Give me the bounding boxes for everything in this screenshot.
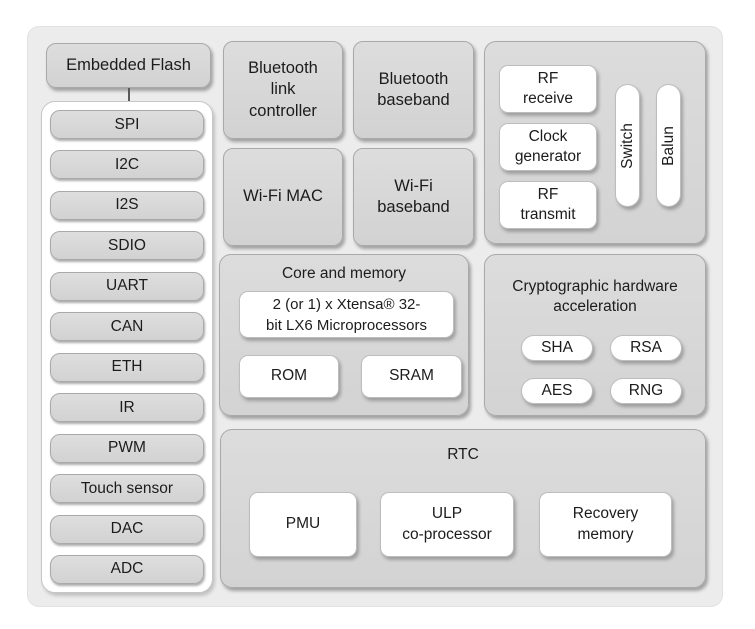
peripheral-label: ADC bbox=[110, 560, 144, 578]
crypto-acceleration-section: Cryptographic hardware acceleration SHA … bbox=[484, 254, 706, 416]
peripheral-item-adc: ADC bbox=[50, 554, 204, 584]
peripheral-item-i2s: I2S bbox=[50, 190, 204, 220]
peripheral-label: PWM bbox=[108, 439, 146, 457]
peripheral-label: I2S bbox=[115, 196, 139, 214]
recovery-memory-block: Recovery memory bbox=[539, 492, 672, 557]
peripheral-item-can: CAN bbox=[50, 312, 204, 342]
peripheral-item-ir: IR bbox=[50, 393, 204, 423]
peripheral-item-eth: ETH bbox=[50, 352, 204, 382]
bluetooth-link-controller-block: Bluetooth link controller bbox=[223, 41, 343, 139]
flash-connector-line bbox=[128, 88, 130, 101]
ulp-coprocessor-block: ULP co-processor bbox=[380, 492, 514, 557]
wifi-baseband-label: Wi-Fi baseband bbox=[377, 176, 450, 216]
wifi-baseband-block: Wi-Fi baseband bbox=[353, 148, 474, 246]
rf-receive-label: RF receive bbox=[523, 69, 573, 107]
rsa-label: RSA bbox=[630, 338, 662, 356]
embedded-flash-block: Embedded Flash bbox=[46, 43, 211, 88]
peripheral-label: CAN bbox=[110, 317, 144, 335]
core-and-memory-title: Core and memory bbox=[281, 265, 407, 282]
rtc-section: RTC PMU ULP co-processor Recovery memory bbox=[220, 429, 706, 588]
core-and-memory-section: Core and memory 2 (or 1) x Xtensa® 32- b… bbox=[219, 254, 469, 416]
rng-label: RNG bbox=[628, 381, 664, 399]
switch-label: Switch bbox=[618, 122, 636, 169]
peripheral-label: Touch sensor bbox=[80, 479, 174, 497]
switch-block: Switch bbox=[615, 84, 640, 207]
peripheral-item-pwm: PWM bbox=[50, 433, 204, 463]
peripherals-container: SPI I2C I2S SDIO UART CAN ETH IR PWM Tou… bbox=[41, 101, 213, 593]
sha-label: SHA bbox=[541, 338, 573, 356]
clock-generator-label: Clock generator bbox=[514, 127, 582, 165]
xtensa-microprocessors-label: 2 (or 1) x Xtensa® 32- bit LX6 Microproc… bbox=[266, 295, 427, 334]
sram-label: SRAM bbox=[389, 367, 434, 385]
rf-section: RF receive Clock generator RF transmit S… bbox=[484, 41, 706, 244]
peripheral-item-sdio: SDIO bbox=[50, 231, 204, 261]
peripheral-label: SDIO bbox=[108, 236, 146, 254]
sha-block: SHA bbox=[521, 335, 593, 361]
chip-outline: Embedded Flash SPI I2C I2S SDIO UART CAN… bbox=[27, 26, 723, 607]
rng-block: RNG bbox=[610, 378, 682, 404]
recovery-memory-label: Recovery memory bbox=[572, 505, 639, 543]
aes-label: AES bbox=[541, 381, 573, 399]
pmu-block: PMU bbox=[249, 492, 357, 557]
rsa-block: RSA bbox=[610, 335, 682, 361]
balun-label: Balun bbox=[659, 125, 677, 166]
rom-block: ROM bbox=[239, 355, 339, 398]
peripheral-item-spi: SPI bbox=[50, 110, 204, 139]
rom-label: ROM bbox=[270, 367, 308, 385]
embedded-flash-label: Embedded Flash bbox=[66, 55, 191, 74]
bluetooth-baseband-block: Bluetooth baseband bbox=[353, 41, 474, 139]
peripheral-item-uart: UART bbox=[50, 271, 204, 301]
peripheral-label: I2C bbox=[114, 155, 140, 173]
balun-block: Balun bbox=[656, 84, 681, 207]
peripheral-label: IR bbox=[119, 398, 135, 416]
bluetooth-baseband-label: Bluetooth baseband bbox=[377, 69, 450, 109]
peripheral-item-dac: DAC bbox=[50, 514, 204, 544]
wifi-mac-block: Wi-Fi MAC bbox=[223, 148, 343, 246]
rf-transmit-label: RF transmit bbox=[520, 185, 576, 223]
crypto-acceleration-title: Cryptographic hardware acceleration bbox=[512, 278, 678, 316]
aes-block: AES bbox=[521, 378, 593, 404]
wifi-mac-label: Wi-Fi MAC bbox=[243, 187, 323, 206]
rtc-title: RTC bbox=[447, 446, 479, 463]
rf-receive-block: RF receive bbox=[499, 65, 597, 113]
clock-generator-block: Clock generator bbox=[499, 123, 597, 171]
peripheral-item-touch-sensor: Touch sensor bbox=[50, 474, 204, 504]
peripheral-label: DAC bbox=[110, 520, 144, 538]
sram-block: SRAM bbox=[361, 355, 462, 398]
peripheral-label: UART bbox=[106, 277, 148, 295]
pmu-label: PMU bbox=[285, 515, 321, 533]
peripheral-label: SPI bbox=[114, 115, 140, 133]
bluetooth-link-controller-label: Bluetooth link controller bbox=[248, 58, 318, 120]
ulp-coprocessor-label: ULP co-processor bbox=[402, 505, 492, 543]
rf-transmit-block: RF transmit bbox=[499, 181, 597, 229]
peripheral-item-i2c: I2C bbox=[50, 150, 204, 180]
xtensa-microprocessors-block: 2 (or 1) x Xtensa® 32- bit LX6 Microproc… bbox=[239, 291, 454, 338]
peripheral-label: ETH bbox=[111, 358, 143, 376]
